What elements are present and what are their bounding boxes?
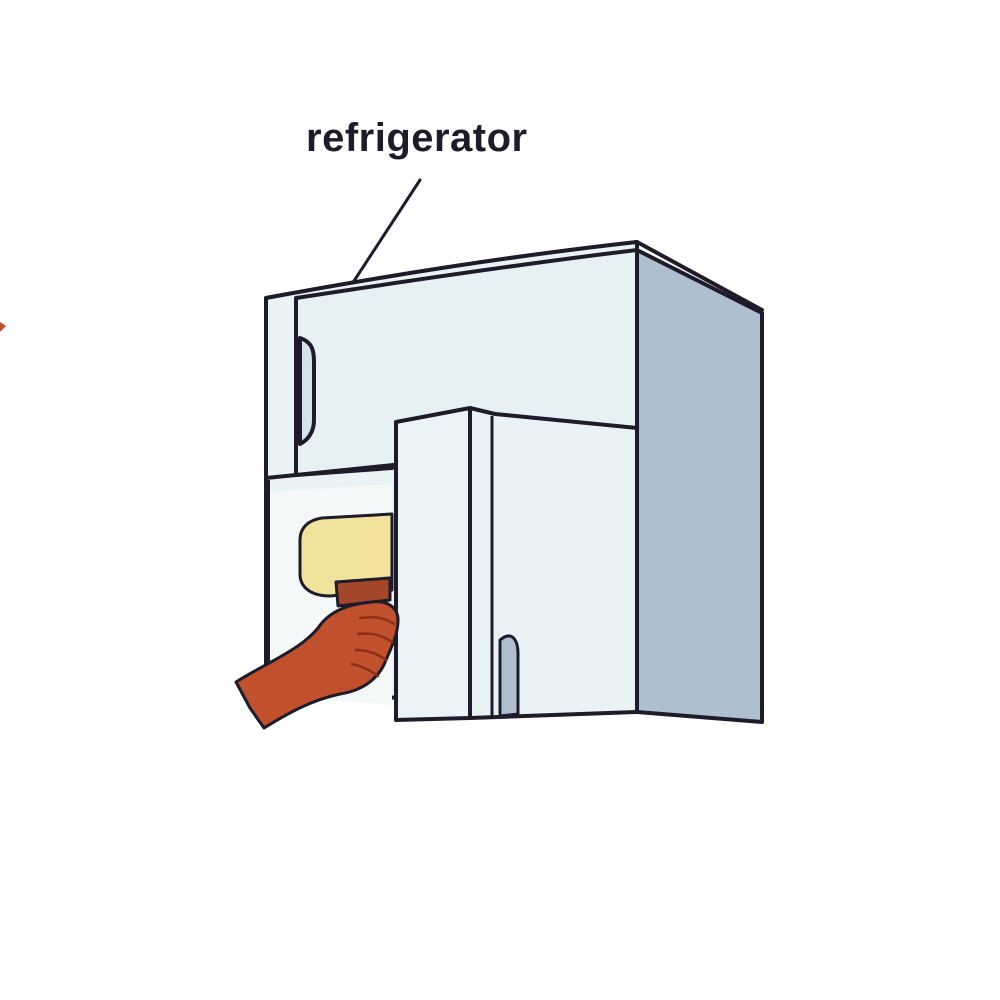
callout-leader-line [350, 178, 422, 286]
fridge-door-inner [468, 406, 639, 720]
fridge-door-handle [498, 634, 520, 718]
refrigerator-label: refrigerator [306, 116, 528, 160]
fridge-door-front [394, 406, 472, 722]
refrigerator-side-panel [635, 248, 764, 724]
edge-mark [0, 322, 6, 332]
compartment-divider [264, 466, 394, 480]
interior-light-glow [298, 512, 394, 598]
food-item [334, 576, 392, 608]
finger-lines [350, 616, 396, 678]
freezer-handle [298, 336, 316, 446]
